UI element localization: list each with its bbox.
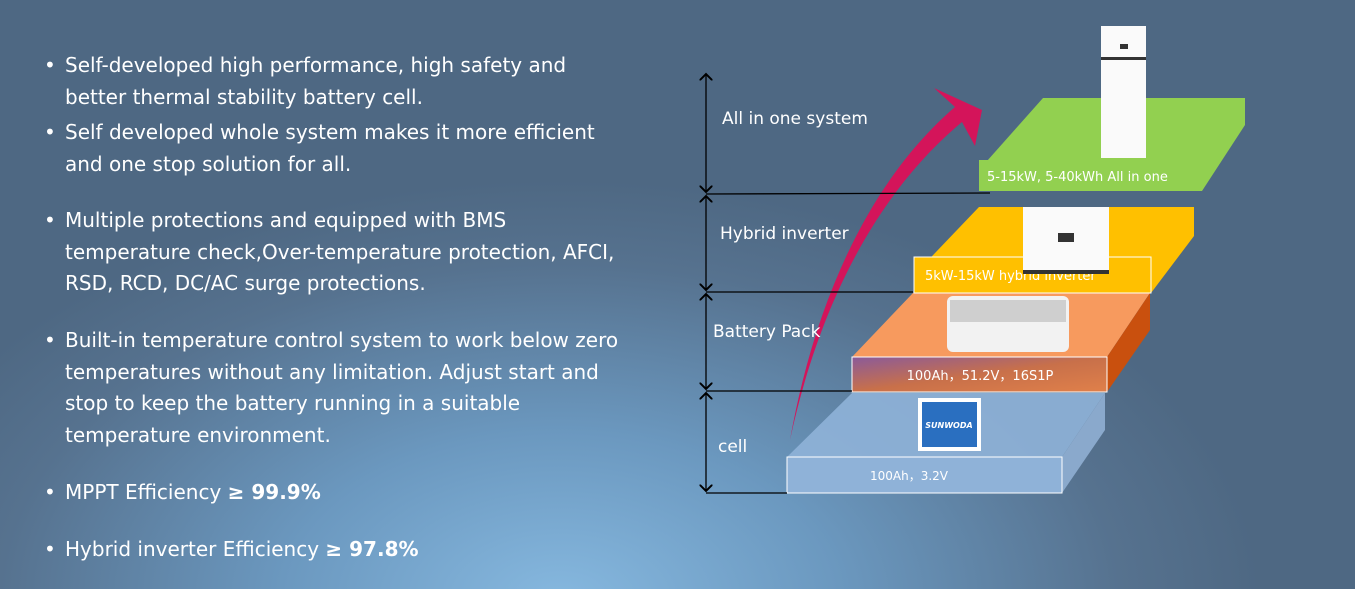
dimension-lines — [706, 74, 991, 494]
bullet-cell: Self-developed high performance, high sa… — [44, 50, 624, 113]
cell-brand: SUNWODA — [925, 421, 972, 430]
bullet-protections: Multiple protections and equipped with B… — [44, 205, 624, 300]
cell-spec: 100Ah，3.2V — [870, 469, 949, 483]
level-label-all-in-one: All in one system — [722, 109, 868, 129]
upgrade-arrow — [790, 88, 982, 440]
battery-pack-layer: 100Ah，51.2V，16S1P — [851, 293, 1150, 393]
level-label-inverter: Hybrid inverter — [720, 224, 849, 244]
all-in-one-spec: 5-15kW, 5-40kWh All in one — [987, 170, 1168, 185]
bullet-system: Self developed whole system makes it mor… — [44, 117, 624, 180]
all-in-one-layer: 5-15kW, 5-40kWh All in one — [979, 26, 1245, 191]
level-label-cell: cell — [718, 437, 747, 457]
cell-layer: 100Ah，3.2V SUNWODA — [786, 393, 1105, 494]
bullet-inverter-eff: Hybrid inverter Efficiency ≥ 97.8% — [44, 534, 624, 566]
bullet-temperature: Built-in temperature control system to w… — [44, 325, 624, 451]
level-label-battery-pack: Battery Pack — [713, 322, 821, 342]
bullet-mppt: MPPT Efficiency ≥ 99.9% — [44, 477, 624, 509]
inverter-layer: 5kW-15kW hybrid inverter — [913, 207, 1194, 294]
battery-pack-spec: 100Ah，51.2V，16S1P — [907, 369, 1054, 384]
